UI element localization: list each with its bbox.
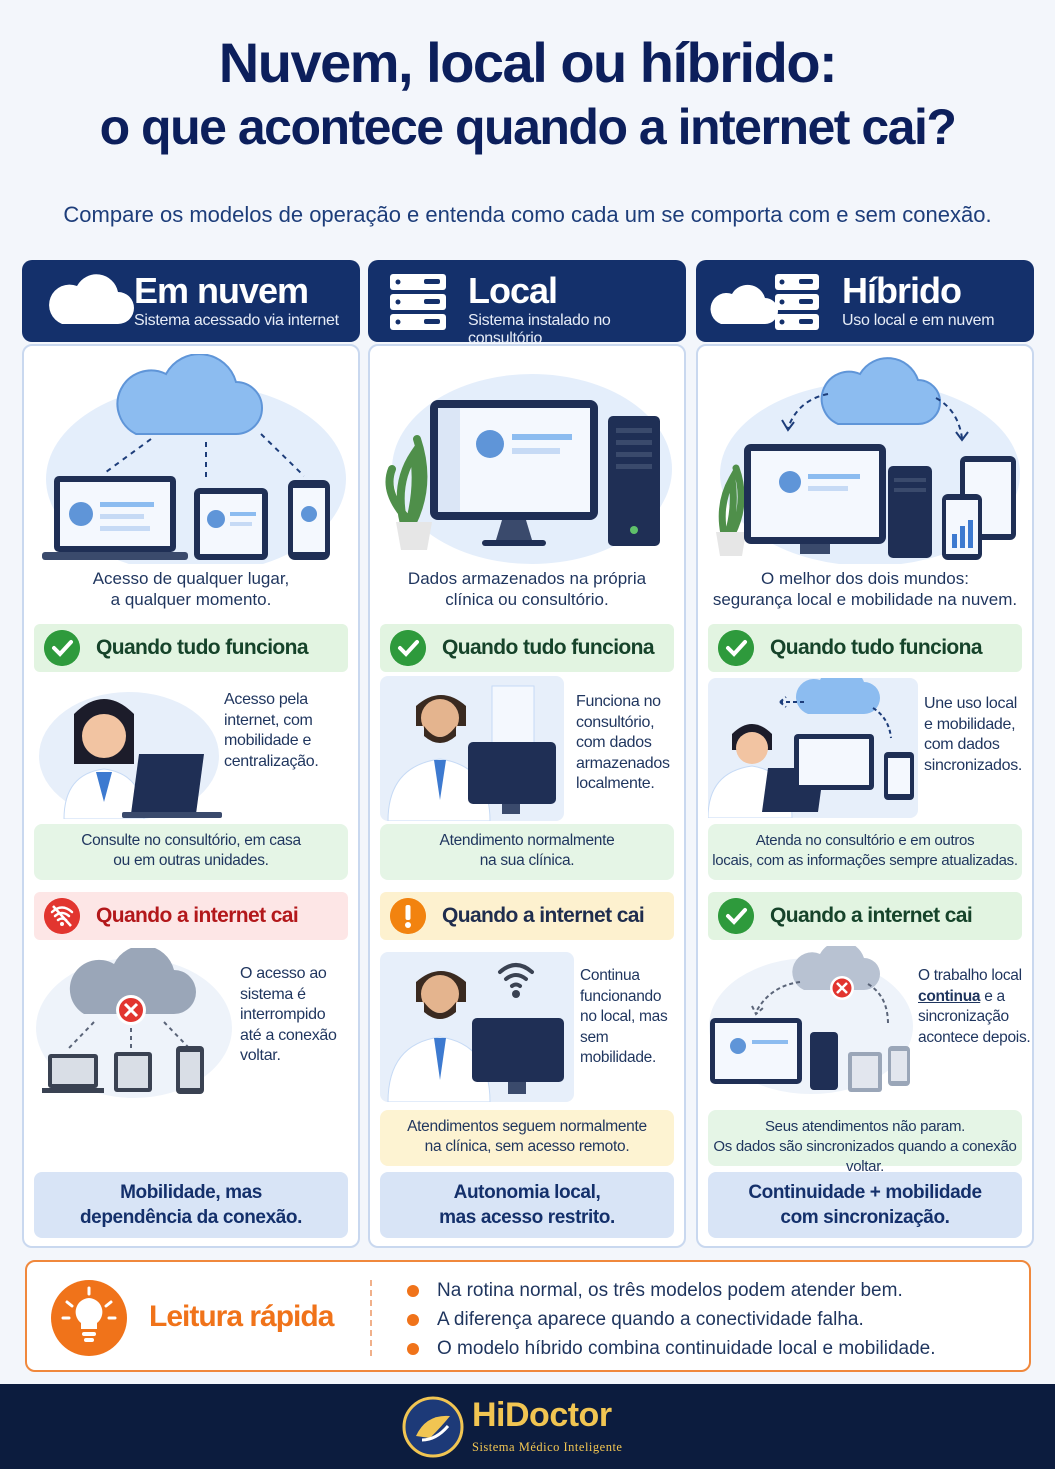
cloud-devices-illustration	[42, 354, 346, 564]
column-title: Local	[468, 270, 558, 311]
page-title: Nuvem, local ou híbrido: o que acontece …	[0, 30, 1055, 158]
status-banner-offline: Quando a internet cai	[34, 892, 348, 940]
column-cloud: Em nuvem Sistema acessado via internet A…	[22, 260, 360, 1248]
quick-read-list: Na rotina normal, os três modelos podem …	[407, 1276, 936, 1363]
check-icon	[718, 630, 754, 666]
status-banner-label: Quando a internet cai	[442, 904, 645, 927]
cloud-server-icon	[710, 274, 819, 330]
column-local: Local Sistema instalado no consultório D…	[368, 260, 686, 1248]
doctor-desktop-illustration	[380, 676, 564, 821]
column-subtitle: Sistema acessado via internet	[134, 312, 339, 329]
list-item: Na rotina normal, os três modelos podem …	[407, 1276, 936, 1305]
server-icon	[390, 274, 446, 330]
status-note: Atendimento normalmente na sua clínica.	[380, 824, 674, 880]
status-description-part: e a sincronização acontece depois.	[918, 987, 1031, 1046]
column-description: Dados armazenados na própria clínica ou …	[407, 569, 647, 609]
column-hybrid-header: Híbrido Uso local e em nuvem	[696, 260, 1034, 342]
column-summary: Autonomia local, mas acesso restrito.	[380, 1172, 674, 1238]
status-banner-working: Quando tudo funciona	[380, 624, 674, 672]
status-description: Continua funcionando no local, mas sem m…	[580, 967, 668, 1066]
page-title-line-2: o que acontece quando a internet cai?	[99, 99, 957, 155]
status-description: Acesso pela internet, com mobilidade e c…	[224, 691, 319, 770]
status-banner-working: Quando tudo funciona	[34, 624, 348, 672]
status-banner-offline: Quando a internet cai	[708, 892, 1022, 940]
page-subtitle: Compare os modelos de operação e entenda…	[63, 202, 992, 227]
status-banner-label: Quando tudo funciona	[770, 636, 983, 659]
quick-read-panel: Leitura rápida Na rotina normal, os três…	[25, 1260, 1031, 1372]
column-local-body: Dados armazenados na própria clínica ou …	[368, 344, 686, 1248]
doctor-laptop-illustration	[39, 692, 222, 819]
status-banner-label: Quando tudo funciona	[96, 636, 309, 659]
check-icon	[390, 630, 426, 666]
footer: HiDoctor Sistema Médico Inteligente	[0, 1384, 1055, 1469]
status-note: Atenda no consultório e em outros locais…	[708, 824, 1022, 880]
status-note: Seus atendimentos não param. Os dados sã…	[708, 1110, 1022, 1175]
column-subtitle: Uso local e em nuvem	[842, 312, 995, 329]
local-workstation-illustration	[385, 374, 672, 564]
doctor-offline-desktop-illustration	[380, 952, 574, 1102]
column-hybrid: Híbrido Uso local e em nuvem O melhor do…	[696, 260, 1034, 1248]
status-description: Une uso local e mobilidade, com dados si…	[924, 695, 1023, 774]
column-title: Em nuvem	[134, 270, 309, 311]
page-title-line-1: Nuvem, local ou híbrido:	[218, 31, 838, 94]
column-description: O melhor dos dois mundos: segurança loca…	[712, 569, 1018, 609]
hybrid-offline-sync-illustration	[709, 946, 913, 1094]
status-note: Consulte no consultório, em casa ou em o…	[34, 824, 348, 880]
status-banner-working: Quando tudo funciona	[708, 624, 1022, 672]
check-icon	[718, 898, 754, 934]
status-banner-label: Quando a internet cai	[96, 904, 299, 927]
status-banner-label: Quando a internet cai	[770, 904, 973, 927]
column-subtitle: Sistema instalado no consultório	[468, 312, 611, 347]
list-item: A diferença aparece quando a conectivida…	[407, 1305, 936, 1334]
wifi-off-icon	[44, 898, 80, 934]
status-description: Funciona no consultório, com dados armaz…	[576, 693, 670, 792]
lightbulb-icon	[51, 1280, 127, 1356]
column-title: Híbrido	[842, 270, 962, 311]
status-note: Atendimentos seguem normalmente na clíni…	[380, 1110, 674, 1166]
hybrid-setup-illustration	[716, 357, 1020, 564]
status-description-part: O trabalho local	[918, 967, 1022, 984]
hidoctor-logo-icon	[402, 1396, 464, 1458]
status-banner-offline: Quando a internet cai	[380, 892, 674, 940]
column-cloud-body: Acesso de qualquer lugar, a qualquer mom…	[22, 344, 360, 1248]
column-summary: Continuidade + mobilidade com sincroniza…	[708, 1172, 1022, 1238]
column-hybrid-body: O melhor dos dois mundos: segurança loca…	[696, 344, 1034, 1248]
brand-tagline: Sistema Médico Inteligente	[472, 1440, 623, 1454]
check-icon	[44, 630, 80, 666]
list-item: O modelo híbrido combina continuidade lo…	[407, 1334, 936, 1363]
warning-icon	[390, 898, 426, 934]
cloud-icon	[49, 274, 134, 324]
status-description: O acesso ao sistema é interrompido até a…	[240, 965, 337, 1064]
doctor-hybrid-illustration	[708, 678, 918, 818]
offline-cloud-illustration	[36, 948, 232, 1098]
column-cloud-header: Em nuvem Sistema acessado via internet	[22, 260, 360, 342]
status-emphasis: continua	[918, 987, 981, 1005]
column-summary: Mobilidade, mas dependência da conexão.	[34, 1172, 348, 1238]
column-local-header: Local Sistema instalado no consultório	[368, 260, 686, 347]
status-description: O trabalho local continua e a sincroniza…	[918, 966, 1031, 1048]
quick-read-divider	[370, 1280, 372, 1356]
status-banner-label: Quando tudo funciona	[442, 636, 655, 659]
quick-read-title: Leitura rápida	[149, 1300, 334, 1333]
brand-name: HiDoctor	[472, 1396, 612, 1434]
column-description: Acesso de qualquer lugar, a qualquer mom…	[92, 569, 290, 609]
